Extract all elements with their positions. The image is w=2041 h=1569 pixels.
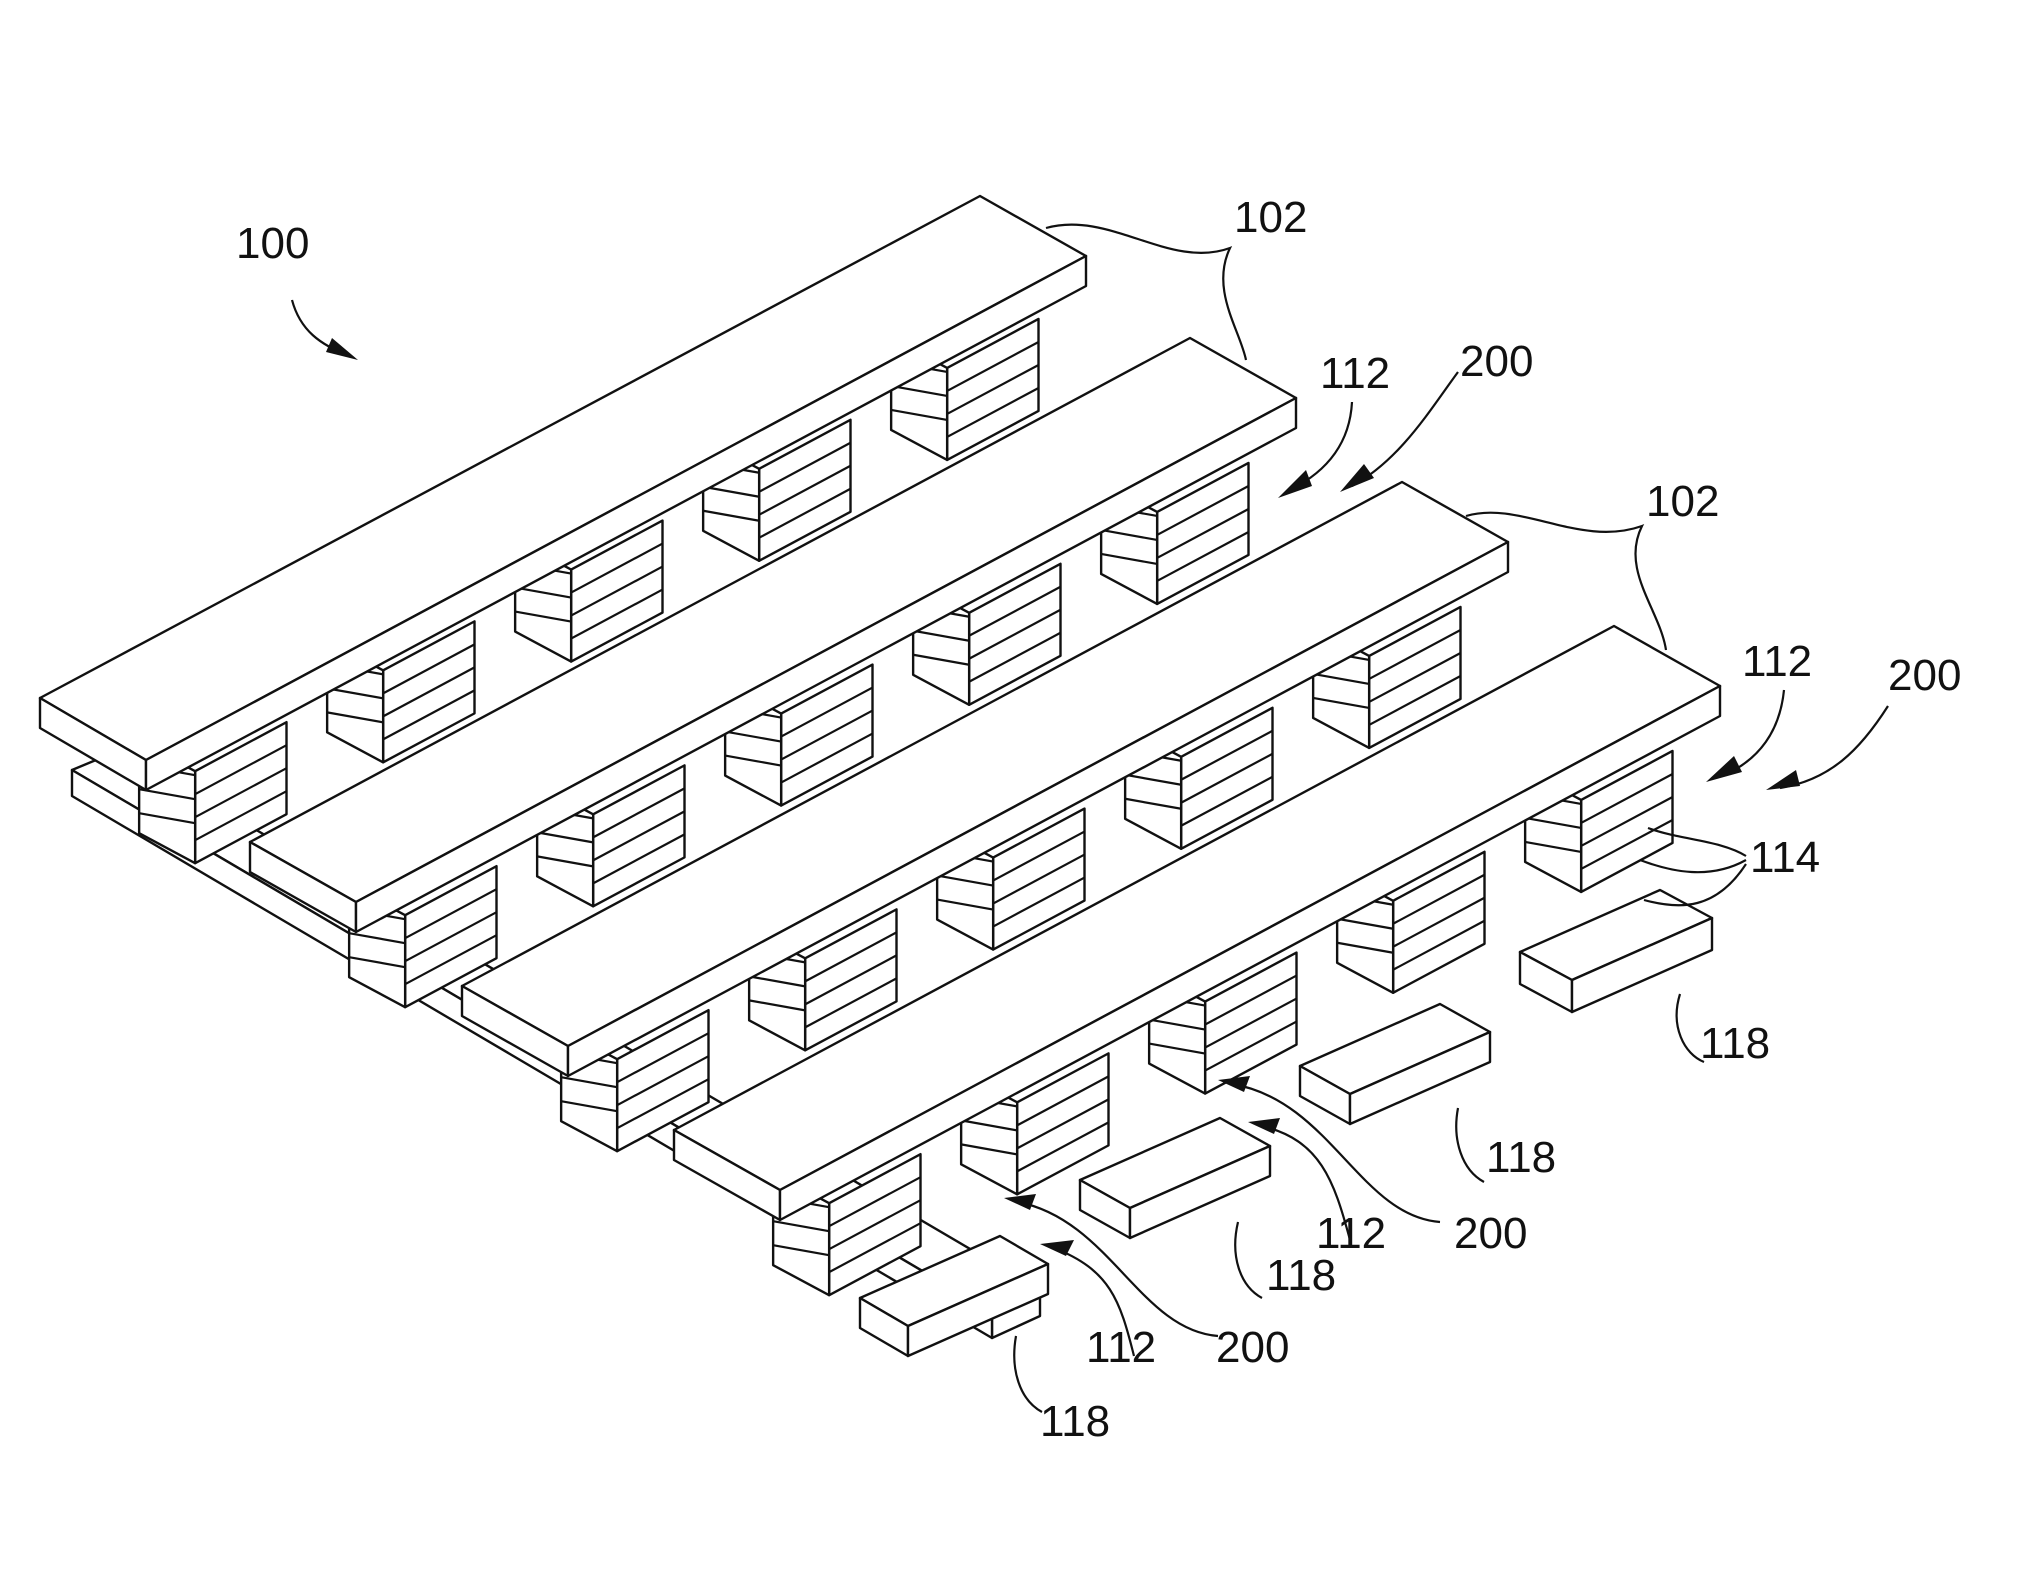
label-200-upper: 200 [1460, 337, 1533, 386]
label-112-front-1: 112 [1086, 1323, 1156, 1372]
arrowhead [1248, 1118, 1280, 1134]
leader-102-lower [1466, 513, 1666, 650]
label-200-front-2: 200 [1454, 1209, 1527, 1258]
bottom-line-end-tab [1300, 1004, 1490, 1124]
label-200-front-1: 200 [1216, 1323, 1289, 1372]
label-118-3: 118 [1486, 1133, 1556, 1182]
label-118-1: 118 [1040, 1397, 1110, 1446]
label-200-right: 200 [1888, 651, 1961, 700]
label-102-upper: 102 [1234, 193, 1307, 242]
arrowhead [1278, 470, 1312, 498]
arrowhead [1766, 770, 1800, 790]
label-112-front-2: 112 [1316, 1209, 1386, 1258]
arrowhead [1340, 464, 1374, 492]
leader-118-2 [1235, 1222, 1262, 1298]
label-114: 114 [1750, 833, 1820, 882]
leader-114-b [1640, 860, 1746, 872]
arrowhead [1004, 1194, 1036, 1210]
leader-118-3 [1456, 1108, 1484, 1182]
label-100: 100 [236, 219, 309, 268]
arrowhead [326, 338, 358, 360]
label-112-right: 112 [1742, 637, 1812, 686]
bottom-line-end-tab [1520, 890, 1712, 1012]
label-118-2: 118 [1266, 1251, 1336, 1300]
label-118-4: 118 [1700, 1019, 1770, 1068]
arrowhead [1706, 756, 1742, 782]
label-102-lower: 102 [1646, 477, 1719, 526]
label-112-upper: 112 [1320, 349, 1390, 398]
leader-118-1 [1014, 1336, 1042, 1412]
